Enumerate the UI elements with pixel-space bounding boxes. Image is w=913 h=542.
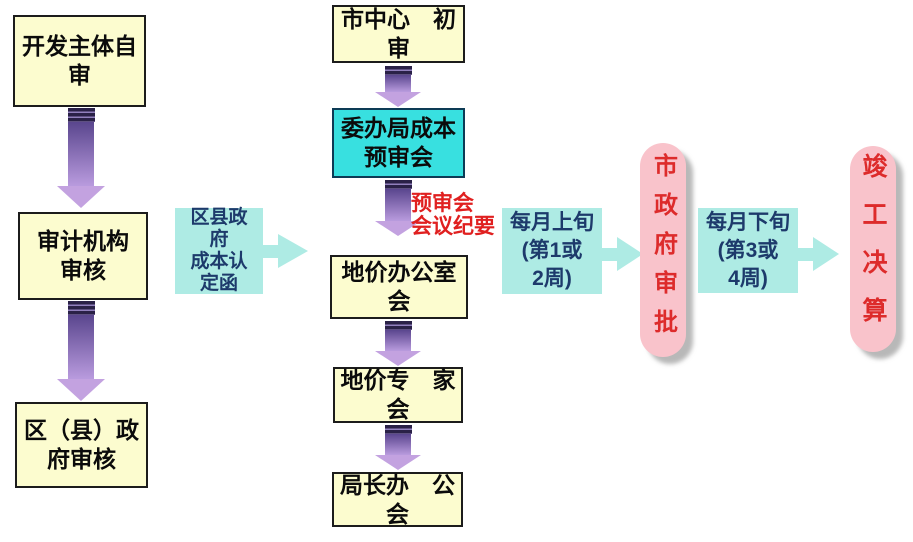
box-land-price-expert-meeting-label: 地价专 家 会 (340, 367, 456, 422)
box-bureau-cost-pre-review-meeting-label: 委办局成本 预审会 (341, 115, 456, 170)
right-arrow-icon (263, 234, 308, 268)
box-developer-self-review-label: 开发主体自 审 (22, 33, 137, 88)
note-early-month-schedule: 每月上旬 (第1或 2周) (502, 208, 602, 294)
down-arrow-icon (57, 108, 105, 208)
box-district-county-govt-review: 区（县）政 府审核 (15, 402, 148, 488)
box-land-price-office-meeting: 地价办公室 会 (330, 255, 468, 319)
note-late-month-schedule: 每月下旬 (第3或 4周) (698, 208, 798, 293)
right-arrow-icon (602, 237, 643, 271)
box-director-general-office-meeting-label: 局长办 公 会 (340, 471, 455, 527)
box-city-center-initial-review: 市中心 初 审 (332, 5, 465, 63)
capsule-city-govt-approval-label: 市政府审批 (649, 152, 677, 348)
down-arrow-icon (375, 321, 421, 366)
note-cost-confirmation-letter-label: 区县政 府 成本认 定函 (190, 207, 248, 294)
note-late-month-schedule-label: 每月下旬 (第3或 4周) (706, 210, 790, 290)
box-audit-agency-review-label: 审计机构 审核 (37, 228, 129, 283)
box-audit-agency-review: 审计机构 审核 (18, 212, 148, 300)
label-pre-review-meeting-minutes: 预审会 会议纪要 (411, 192, 495, 238)
capsule-final-accounts: 竣工决算 (850, 146, 896, 352)
note-cost-confirmation-letter: 区县政 府 成本认 定函 (175, 207, 263, 294)
box-city-center-initial-review-label: 市中心 初 审 (341, 6, 456, 61)
capsule-final-accounts-label: 竣工决算 (859, 153, 887, 345)
down-arrow-icon (375, 425, 421, 470)
box-bureau-cost-pre-review-meeting: 委办局成本 预审会 (332, 108, 465, 178)
box-developer-self-review: 开发主体自 审 (13, 15, 146, 107)
capsule-city-govt-approval: 市政府审批 (640, 143, 686, 357)
box-land-price-expert-meeting: 地价专 家 会 (333, 367, 463, 423)
box-district-county-govt-review-label: 区（县）政 府审核 (24, 417, 139, 472)
box-director-general-office-meeting: 局长办 公 会 (332, 472, 463, 527)
right-arrow-icon (798, 237, 839, 271)
down-arrow-icon (57, 301, 105, 401)
note-early-month-schedule-label: 每月上旬 (第1或 2周) (510, 211, 594, 290)
down-arrow-icon (375, 180, 421, 236)
down-arrow-icon (375, 66, 421, 107)
box-land-price-office-meeting-label: 地价办公室 会 (341, 259, 457, 314)
